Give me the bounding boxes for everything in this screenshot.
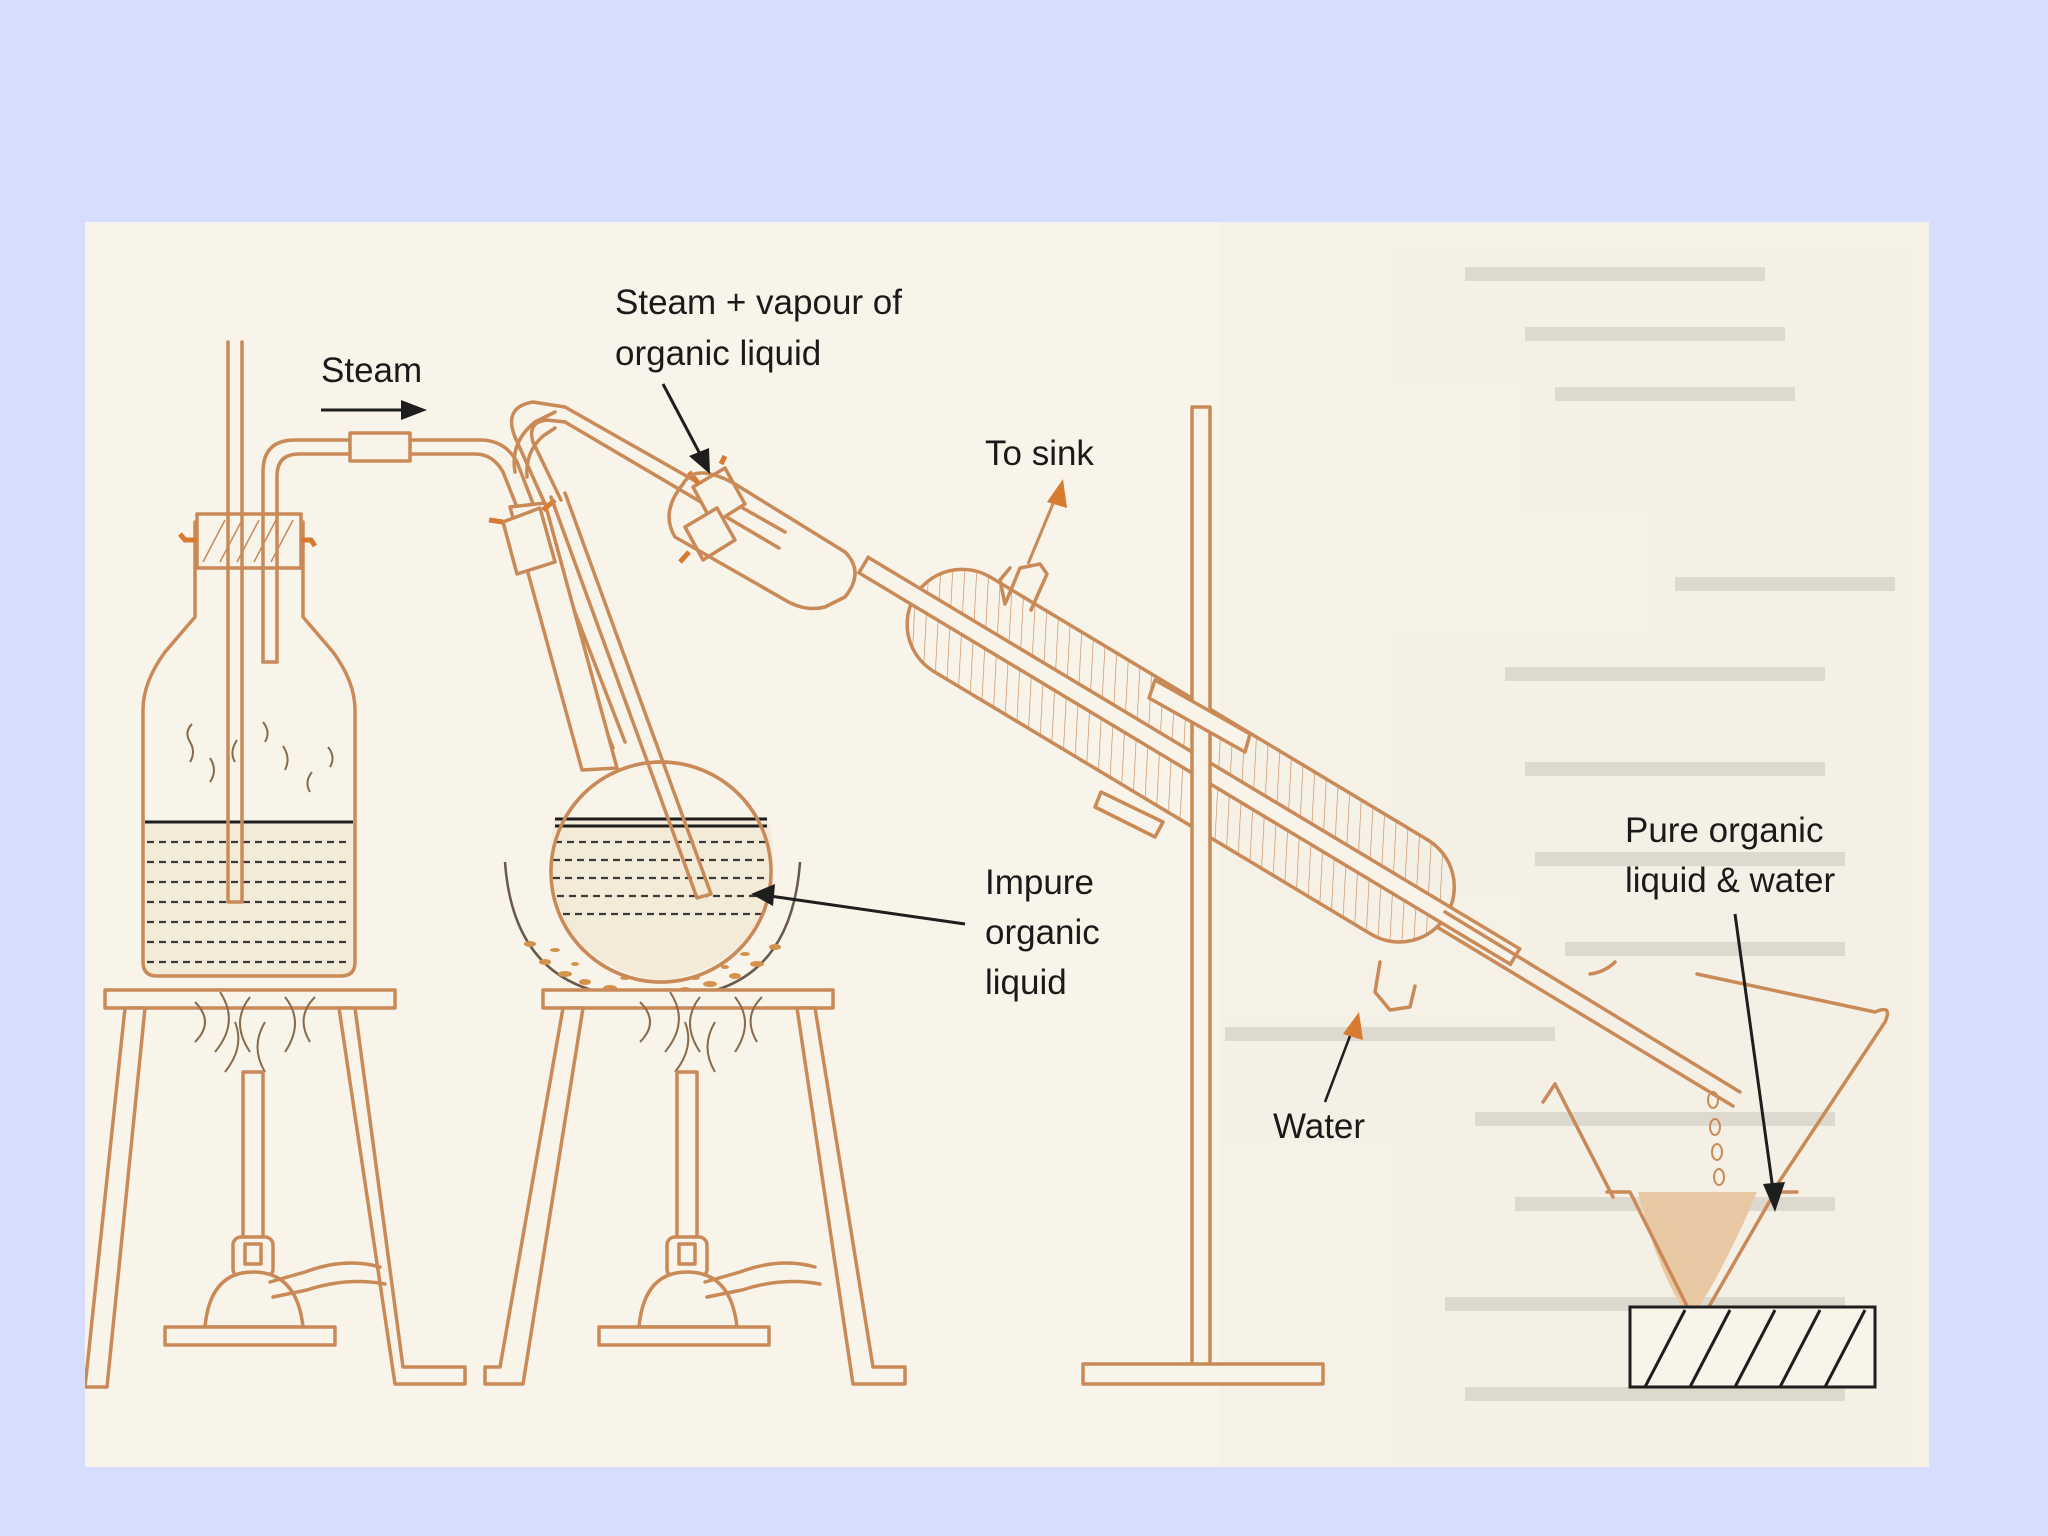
distillation-flask — [488, 400, 802, 999]
steam-distillation-diagram: Steam Steam + vapour of organic liquid T… — [85, 222, 1929, 1467]
conical-collecting-flask — [1541, 960, 1890, 1389]
left-flame — [194, 991, 316, 1073]
condensate-drops — [1707, 1091, 1725, 1186]
steam-label-group: Steam — [321, 351, 427, 420]
middle-flame — [639, 991, 763, 1073]
label-steam-vapour-line2: organic liquid — [615, 334, 821, 373]
middle-bunsen-burner — [597, 1070, 822, 1347]
liebig-condenser — [563, 405, 1742, 1108]
steam-generator-water — [145, 820, 353, 964]
steam-generator-cork — [195, 512, 303, 570]
label-impure-line2: organic — [985, 913, 1100, 952]
left-tripod-stand — [85, 988, 467, 1389]
steam-delivery-tube — [348, 431, 627, 750]
label-pure-line1: Pure organic — [1625, 811, 1823, 850]
label-water: Water — [1273, 1107, 1365, 1146]
retort-stand — [1081, 405, 1325, 1386]
middle-tripod-stand — [483, 988, 907, 1386]
to-sink-arrow — [1026, 479, 1067, 565]
steam-vapour-label-group: Steam + vapour of organic liquid — [615, 283, 902, 474]
label-steam: Steam — [321, 351, 422, 390]
steam-generator-flask — [141, 340, 357, 978]
diagram-panel: Steam Steam + vapour of organic liquid T… — [85, 222, 1929, 1467]
water-inlet-arrow — [1323, 1012, 1363, 1103]
left-bunsen-burner — [163, 1070, 387, 1347]
label-to-sink: To sink — [985, 434, 1094, 473]
label-impure-line1: Impure — [985, 863, 1094, 902]
label-pure-line2: liquid & water — [1625, 861, 1835, 900]
impure-organic-liquid — [553, 817, 771, 916]
impure-liquid-label-group: Impure organic liquid — [751, 863, 1100, 1002]
distillation-flask-cork — [501, 506, 557, 576]
pure-liquid-label-group: Pure organic liquid & water — [1625, 811, 1835, 1212]
label-impure-line3: liquid — [985, 963, 1067, 1002]
support-block-hatching — [1643, 1309, 1867, 1388]
label-steam-vapour-line1: Steam + vapour of — [615, 283, 902, 322]
